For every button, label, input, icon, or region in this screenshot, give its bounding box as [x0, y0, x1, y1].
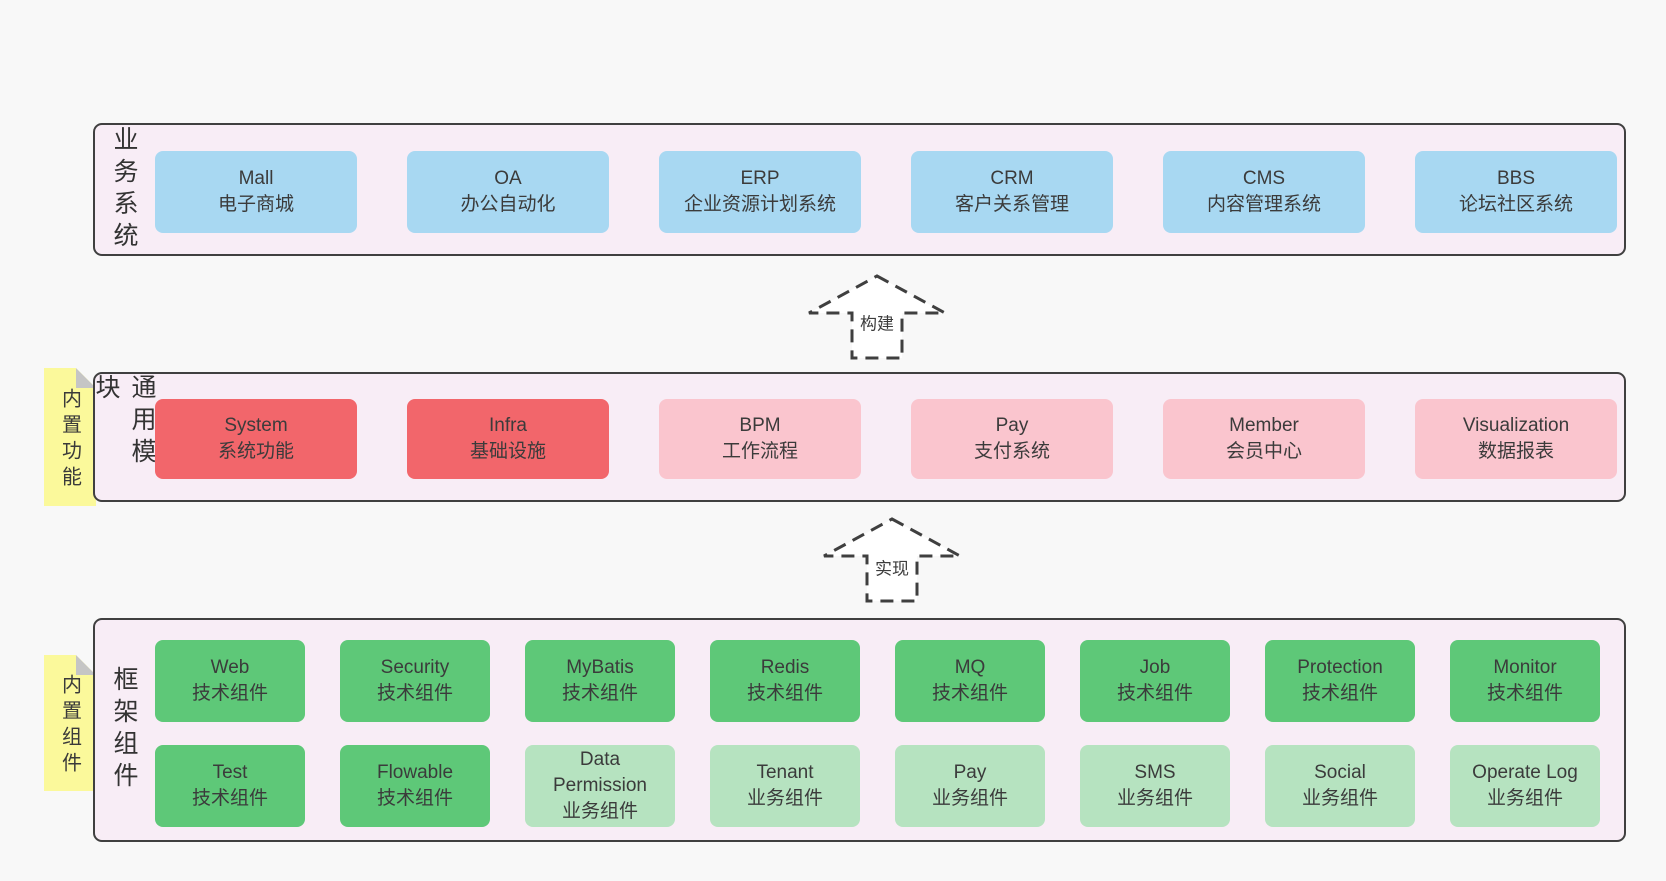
box-crm: CRM 客户关系管理	[911, 151, 1113, 233]
box-subtitle: 技术组件	[1301, 683, 1378, 704]
box-title: Visualization	[1462, 415, 1570, 436]
box-monitor: Monitor 技术组件	[1450, 640, 1600, 722]
box-title: MQ	[954, 657, 986, 678]
box-subtitle: 技术组件	[191, 788, 268, 809]
box-tenant: Tenant 业务组件	[710, 745, 860, 827]
box-subtitle: 技术组件	[376, 683, 453, 704]
box-subtitle: 企业资源计划系统	[683, 194, 836, 215]
box-flowable: Flowable 技术组件	[340, 745, 490, 827]
box-subtitle: 业务组件	[1486, 788, 1563, 809]
band-common-modules: 通用模块 System 系统功能 Infra 基础设施 BPM 工作流程 Pay…	[92, 372, 1626, 502]
box-title: CMS	[1242, 168, 1286, 189]
box-subtitle: 支付系统	[973, 441, 1050, 462]
box-title: Infra	[488, 415, 528, 436]
box-member: Member 会员中心	[1163, 399, 1365, 479]
box-subtitle: 办公自动化	[460, 194, 556, 215]
box-title: OA	[494, 168, 522, 189]
arrow-label: 构建	[857, 308, 897, 336]
box-visualization: Visualization 数据报表	[1415, 399, 1617, 479]
box-subtitle: 基础设施	[469, 441, 546, 462]
box-subtitle: 论坛社区系统	[1458, 194, 1573, 215]
box-subtitle: 系统功能	[217, 441, 294, 462]
box-subtitle: 技术组件	[1486, 683, 1563, 704]
arrow-label: 实现	[872, 553, 912, 581]
box-subtitle: 技术组件	[376, 788, 453, 809]
box-erp: ERP 企业资源计划系统	[659, 151, 861, 233]
box-subtitle: 业务组件	[1301, 788, 1378, 809]
box-title: Protection	[1297, 657, 1383, 678]
band-framework-components: 框架组件 Web 技术组件 Security 技术组件 MyBatis 技术组件…	[93, 618, 1626, 842]
box-subtitle: 会员中心	[1225, 441, 1302, 462]
box-operate-log: Operate Log 业务组件	[1450, 745, 1600, 827]
box-title: Data Permission	[553, 749, 647, 796]
box-subtitle: 业务组件	[1116, 788, 1193, 809]
box-subtitle: 数据报表	[1477, 441, 1554, 462]
box-subtitle: 内容管理系统	[1206, 194, 1321, 215]
box-system: System 系统功能	[155, 399, 357, 479]
box-title: BPM	[739, 415, 781, 436]
box-title: SMS	[1134, 762, 1176, 783]
box-title: Social	[1314, 762, 1366, 783]
box-title: MyBatis	[566, 657, 634, 678]
box-title: Web	[210, 657, 250, 678]
box-title: Redis	[760, 657, 810, 678]
box-job: Job 技术组件	[1080, 640, 1230, 722]
band-business-systems: 业务系统 Mall 电子商城 OA 办公自动化 ERP 企业资源计划系统 CRM…	[93, 123, 1626, 256]
box-subtitle: 工作流程	[721, 441, 798, 462]
box-title: Tenant	[756, 762, 814, 783]
band-label: 通用模块	[92, 374, 156, 470]
box-security: Security 技术组件	[340, 640, 490, 722]
box-data-permission: Data Permission 业务组件	[525, 745, 675, 827]
box-test: Test 技术组件	[155, 745, 305, 827]
box-pay-business: Pay 业务组件	[895, 745, 1045, 827]
sticky-note-built-in-components: 内置组件	[44, 655, 96, 791]
box-title: Pay	[953, 762, 987, 783]
box-title: BBS	[1496, 168, 1536, 189]
box-title: System	[224, 415, 288, 436]
box-subtitle: 业务组件	[561, 801, 638, 822]
box-infra: Infra 基础设施	[407, 399, 609, 479]
box-bbs: BBS 论坛社区系统	[1415, 151, 1617, 233]
box-mybatis: MyBatis 技术组件	[525, 640, 675, 722]
box-social: Social 业务组件	[1265, 745, 1415, 827]
box-subtitle: 技术组件	[1116, 683, 1193, 704]
box-title: ERP	[740, 168, 780, 189]
box-redis: Redis 技术组件	[710, 640, 860, 722]
box-subtitle: 客户关系管理	[954, 194, 1069, 215]
box-pay: Pay 支付系统	[911, 399, 1113, 479]
box-subtitle: 技术组件	[191, 683, 268, 704]
note-text: 内置组件	[58, 674, 81, 778]
box-cms: CMS 内容管理系统	[1163, 151, 1365, 233]
box-mall: Mall 电子商城	[155, 151, 357, 233]
box-subtitle: 电子商城	[217, 194, 294, 215]
band-label: 框架组件	[110, 666, 138, 794]
box-oa: OA 办公自动化	[407, 151, 609, 233]
box-title: Security	[380, 657, 450, 678]
box-title: Member	[1229, 415, 1299, 436]
sticky-note-built-in-features: 内置功能	[44, 368, 96, 506]
box-subtitle: 技术组件	[746, 683, 823, 704]
box-title: Pay	[995, 415, 1029, 436]
box-protection: Protection 技术组件	[1265, 640, 1415, 722]
box-subtitle: 技术组件	[931, 683, 1008, 704]
box-title: CRM	[990, 168, 1034, 189]
box-bpm: BPM 工作流程	[659, 399, 861, 479]
note-text: 内置功能	[58, 388, 81, 492]
box-title: Test	[212, 762, 248, 783]
box-title: Monitor	[1493, 657, 1557, 678]
box-sms: SMS 业务组件	[1080, 745, 1230, 827]
box-web: Web 技术组件	[155, 640, 305, 722]
box-title: Job	[1139, 657, 1171, 678]
box-subtitle: 业务组件	[931, 788, 1008, 809]
box-title: Flowable	[376, 762, 454, 783]
band-label: 业务系统	[110, 125, 138, 254]
box-title: Mall	[238, 168, 274, 189]
box-subtitle: 技术组件	[561, 683, 638, 704]
box-mq: MQ 技术组件	[895, 640, 1045, 722]
box-title: Operate Log	[1472, 762, 1578, 783]
box-subtitle: 业务组件	[746, 788, 823, 809]
